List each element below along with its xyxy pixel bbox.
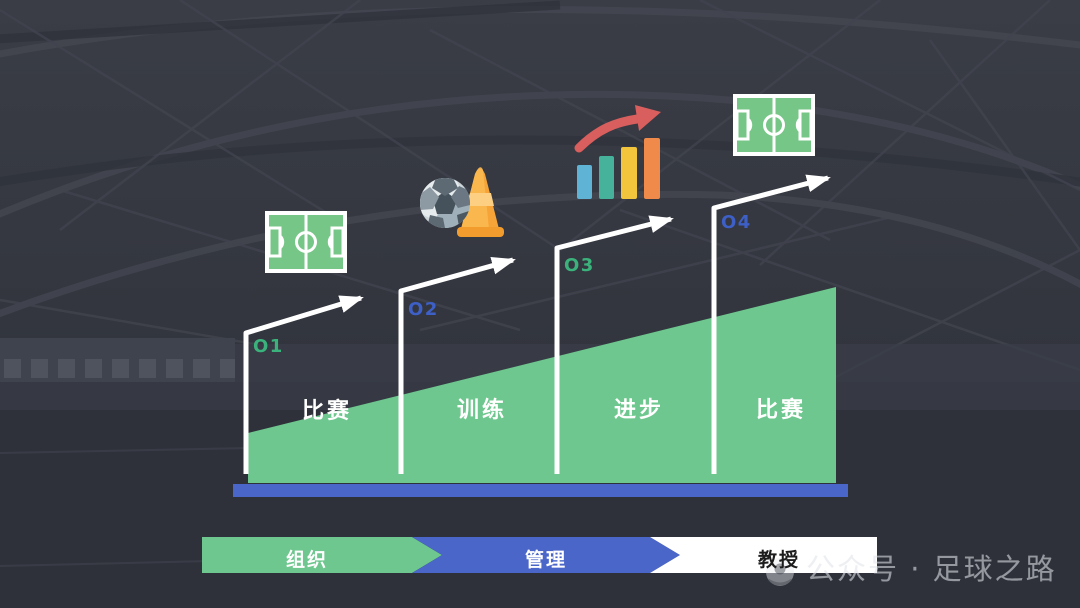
step-arrow-3 <box>554 215 674 474</box>
step-number-2: O2 <box>408 299 439 320</box>
stage-label-4: 比赛 <box>755 398 807 423</box>
process-arrow-organize <box>202 537 442 573</box>
process-arrow-teach <box>650 537 877 573</box>
process-arrow-manage <box>412 537 680 573</box>
step-number-3: O3 <box>564 255 595 276</box>
step-number-1: O1 <box>253 336 284 357</box>
training-cone-icon <box>457 167 504 237</box>
pitch-lines <box>0 447 251 567</box>
step-number-4: O4 <box>721 212 752 233</box>
soccer-ball-icon <box>420 178 470 228</box>
step-arrow-2 <box>398 256 516 474</box>
process-label-teach: 教授 <box>757 549 801 571</box>
wall-windows <box>0 338 235 382</box>
roof-beams <box>0 0 1080 187</box>
stage-label-1: 比赛 <box>301 399 353 424</box>
step-arrow-1 <box>243 295 364 474</box>
rising-bar-chart-icon <box>574 105 661 199</box>
growth-arrow-icon <box>574 114 642 153</box>
step-arrow-4 <box>711 174 831 474</box>
camera-logo-icon <box>766 558 794 586</box>
soccer-field-icon <box>265 211 347 273</box>
base-bar <box>233 484 848 497</box>
stage-label-3: 进步 <box>613 398 665 423</box>
soccer-field-icon <box>733 94 815 156</box>
growth-ramp <box>248 287 836 483</box>
stage-label-2: 训练 <box>456 398 508 423</box>
watermark-text: 公众号 · 足球之路 <box>806 552 1057 586</box>
process-label-organize: 组织 <box>285 549 329 571</box>
soccer-ball-and-cone-icon <box>420 167 504 237</box>
process-label-manage: 管理 <box>524 549 568 571</box>
